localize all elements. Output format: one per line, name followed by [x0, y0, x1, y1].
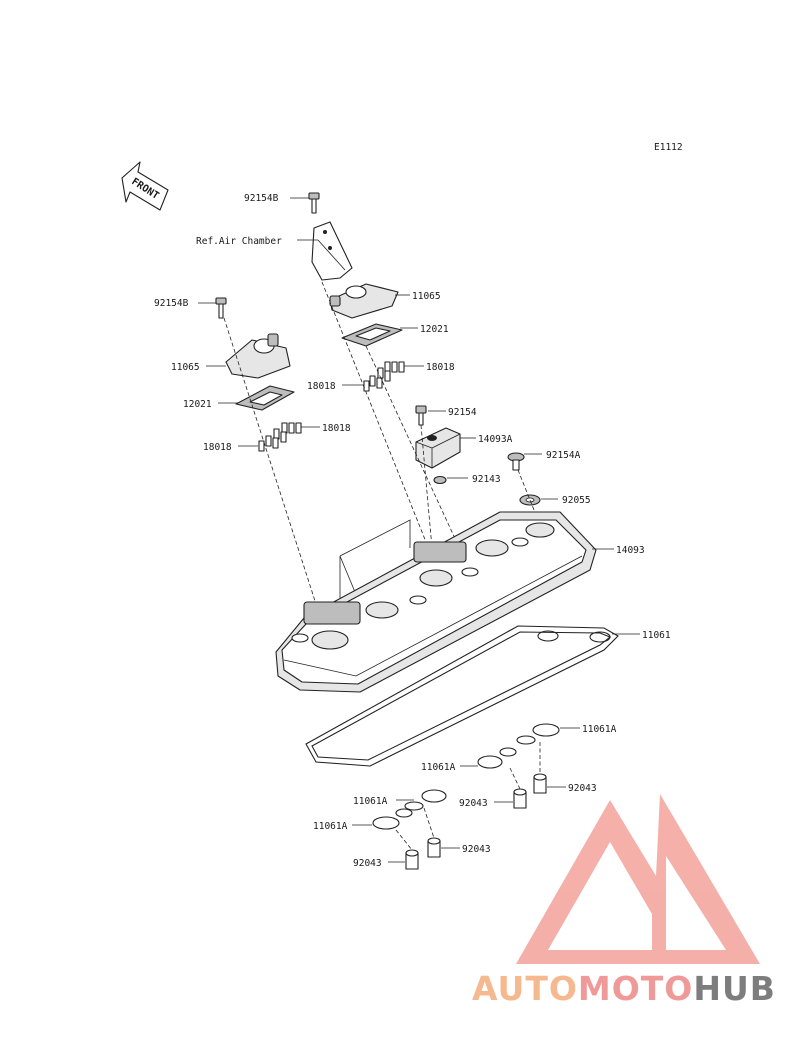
label-92143: 92143 — [472, 474, 501, 485]
label-12021-right: 12021 — [420, 324, 449, 335]
seal-11061a-3 — [404, 789, 447, 811]
bolt-92154b-right — [308, 192, 320, 214]
label-18018-right-side: 18018 — [307, 381, 336, 392]
bolt-92154b-left — [215, 297, 227, 319]
collar-92043-1 — [533, 773, 547, 794]
label-92055: 92055 — [562, 495, 591, 506]
label-11061: 11061 — [642, 630, 671, 641]
bolt-92154a — [507, 452, 525, 471]
oring-92143 — [433, 475, 447, 485]
cover-11065-right — [329, 283, 399, 319]
label-11061a-3: 11061A — [353, 796, 388, 807]
label-92043-3: 92043 — [462, 844, 491, 855]
collar-92043-3 — [427, 837, 441, 858]
watermark-auto: AUTO — [472, 969, 578, 1008]
cover-11065-left — [225, 333, 291, 379]
plugs-18018-right — [363, 361, 405, 392]
label-92043-1: 92043 — [568, 783, 597, 794]
label-11065-right: 11065 — [412, 291, 441, 302]
label-92154a: 92154A — [546, 450, 581, 461]
svg-text:AUTOMOTOHUB: AUTOMOTOHUB — [472, 969, 776, 1008]
plugs-18018-left — [258, 422, 302, 452]
seal-11061a-1 — [516, 723, 560, 745]
ref-air-chamber-label: Ref.Air Chamber — [196, 236, 282, 247]
seal-11061a-4 — [372, 808, 413, 830]
label-18018-left-side: 18018 — [203, 442, 232, 453]
label-92043-2: 92043 — [459, 798, 488, 809]
label-11061a-4: 11061A — [313, 821, 348, 832]
label-92154b-right: 92154B — [244, 193, 279, 204]
automotohub-logo: AUTOMOTOHUB — [472, 794, 776, 1008]
label-18018-right-top: 18018 — [426, 362, 455, 373]
collar-92043-4 — [405, 849, 419, 870]
label-92043-4: 92043 — [353, 858, 382, 869]
label-11061a-2: 11061A — [421, 762, 456, 773]
gasket-12021-right — [341, 323, 403, 347]
seal-11061a-2 — [477, 747, 517, 769]
washer-92055 — [519, 494, 541, 506]
label-11061a-1: 11061A — [582, 724, 617, 735]
gasket-12021-left — [235, 385, 295, 411]
front-arrow-icon: FRONT — [121, 161, 169, 211]
label-18018-left-top: 18018 — [322, 423, 351, 434]
watermark-hub: HUB — [693, 969, 776, 1008]
head-cover-14093 — [275, 511, 597, 693]
diagram-code: E1112 — [654, 142, 683, 153]
label-92154: 92154 — [448, 407, 477, 418]
gasket-11061 — [305, 625, 619, 767]
watermark-moto: MOTO — [578, 969, 693, 1008]
collar-92043-2 — [513, 788, 527, 809]
label-12021-left: 12021 — [183, 399, 212, 410]
label-14093a: 14093A — [478, 434, 513, 445]
air-chamber-ref — [311, 221, 353, 281]
label-11065-left: 11065 — [171, 362, 200, 373]
label-14093: 14093 — [616, 545, 645, 556]
bolt-92154 — [415, 405, 427, 426]
label-92154b-left: 92154B — [154, 298, 189, 309]
cap-14093a — [415, 427, 461, 469]
